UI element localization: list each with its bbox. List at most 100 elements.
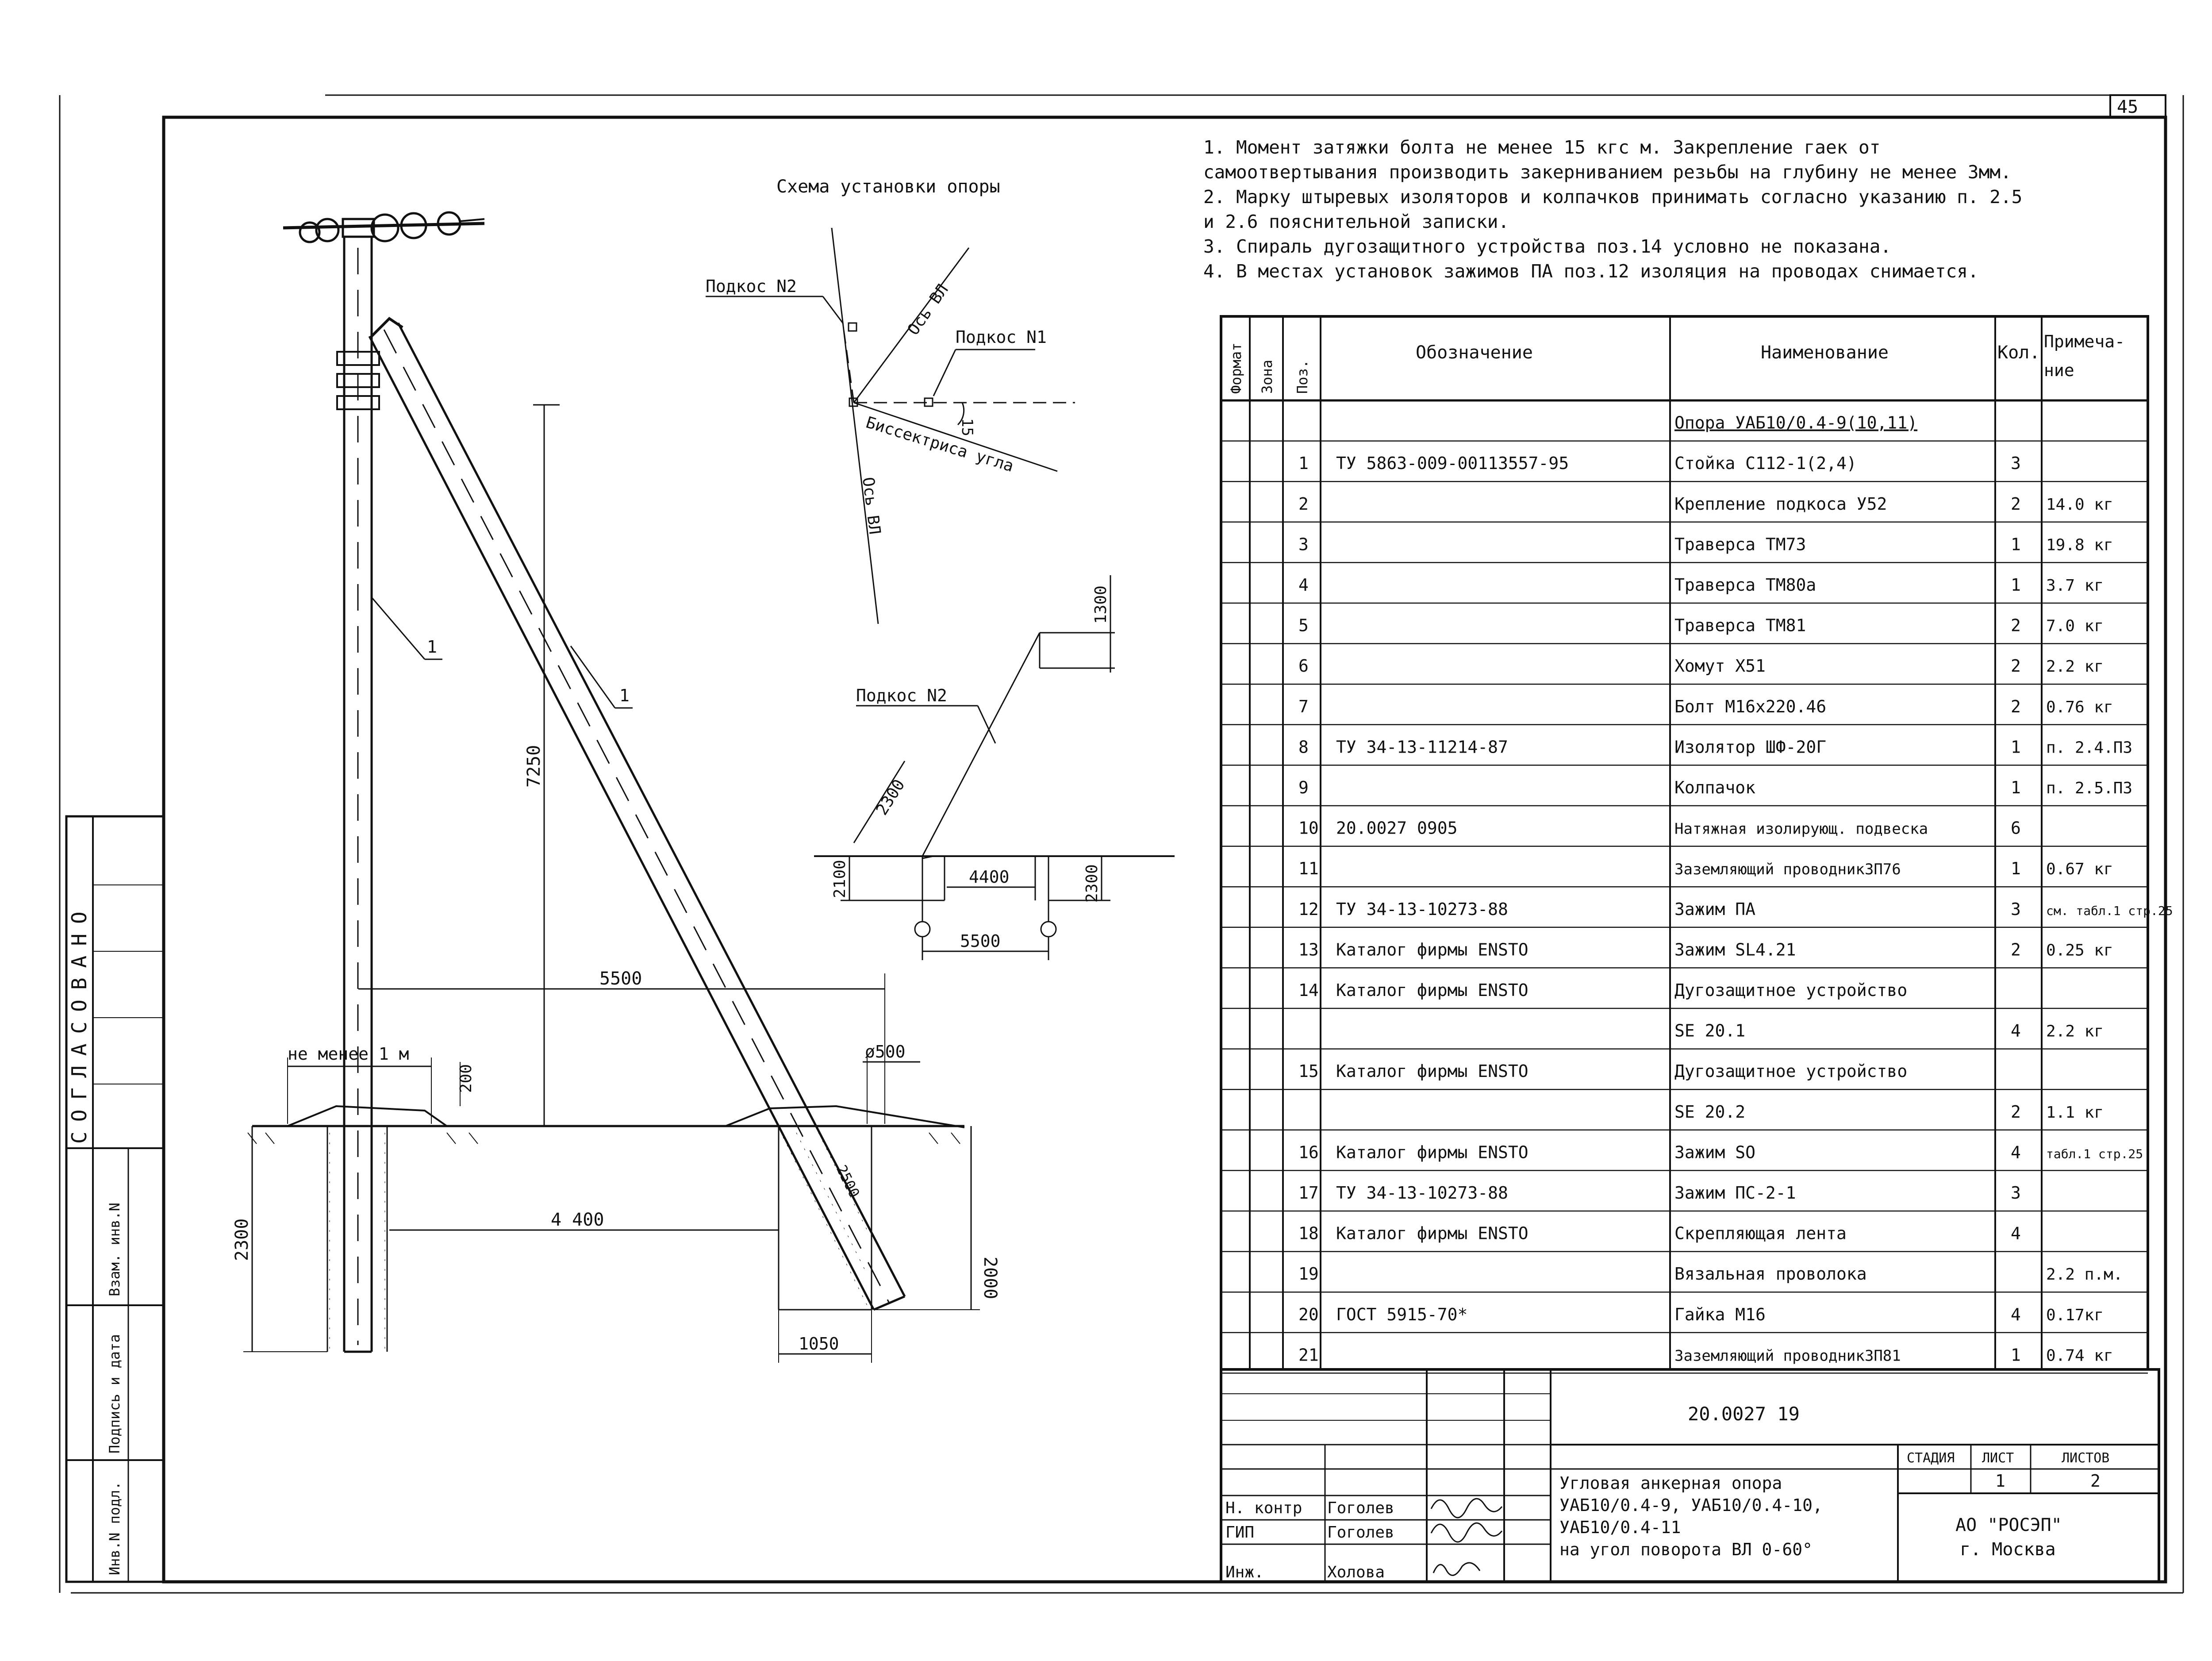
spec-row-pos: 14	[1298, 980, 1319, 1000]
spec-row-name: Крепление подкоса У52	[1674, 494, 1887, 514]
tb-title-4: на угол поворота ВЛ 0-60°	[1559, 1540, 1813, 1559]
hdr-pos: Поз.	[1294, 360, 1311, 394]
spec-row-name: Стойка С112-1(2,4)	[1674, 454, 1857, 473]
spec-row-name: Изолятор ШФ-20Г	[1674, 737, 1826, 757]
tb-role-2: ГИП	[1225, 1523, 1254, 1542]
spec-row-designation: ТУ 34-13-10273-88	[1336, 1183, 1508, 1203]
spec-row-pos: 13	[1298, 940, 1319, 959]
spec-row-qty: 4	[2011, 1224, 2021, 1243]
spec-row-designation: ТУ 34-13-10273-88	[1336, 900, 1508, 919]
spec-row-pos: 7	[1298, 697, 1309, 716]
spec-row-name: Натяжная изолирующ. подвеска	[1674, 820, 1928, 838]
spec-row-pos: 6	[1298, 656, 1309, 676]
hdr-note2: ние	[2044, 361, 2074, 380]
spec-row-qty: 1	[2011, 859, 2021, 878]
dim-500: ø500	[865, 1042, 906, 1061]
dim-1050: 1050	[799, 1334, 839, 1353]
spec-row-qty: 4	[2011, 1021, 2021, 1041]
spec-row-name: Колпачок	[1674, 778, 1755, 797]
dim-7250: 7250	[524, 745, 544, 788]
tb-sheets-h: ЛИСТОВ	[2062, 1450, 2109, 1466]
spec-row-name: Гайка М16	[1674, 1305, 1766, 1324]
spec-row-note: 2.2 кг	[2046, 657, 2104, 676]
tb-org1: АО "РОСЭП"	[1955, 1515, 2062, 1535]
spec-row-pos: 12	[1298, 900, 1319, 919]
pole-elevation	[243, 211, 980, 1363]
spec-row-qty: 1	[2011, 1345, 2021, 1365]
spec-row-qty: 6	[2011, 819, 2021, 838]
scheme-axis2: Ось ВЛ	[859, 476, 884, 535]
spec-row-name: Траверса ТМ73	[1674, 534, 1806, 554]
spec-row-qty: 3	[2011, 454, 2021, 473]
hdr-name: Наименование	[1761, 342, 1889, 363]
spec-row-name: Зажим ПА	[1674, 900, 1755, 919]
spec-row-qty: 2	[2011, 1102, 2021, 1122]
tb-name-1: Гоголев	[1327, 1499, 1394, 1517]
spec-row-name: SE 20.2	[1674, 1102, 1745, 1122]
spec-row-pos: 3	[1298, 534, 1309, 554]
note-line-1: 1. Момент затяжки болта не менее 15 кгс …	[1203, 137, 1881, 158]
spec-row-name: Зажим ПС-2-1	[1674, 1183, 1796, 1203]
spec-row-designation: ТУ 34-13-11214-87	[1336, 737, 1508, 757]
spec-row-pos: 4	[1298, 575, 1309, 595]
spec-row-pos: 15	[1298, 1061, 1319, 1081]
scheme-angle: 15	[958, 418, 976, 436]
spec-row-pos: 1	[1298, 454, 1309, 473]
scheme-axis1: Ось ВЛ	[904, 281, 952, 338]
spec-row-pos: 20	[1298, 1305, 1319, 1324]
spec-row-name: Вязальная проволока	[1674, 1264, 1867, 1284]
scheme-brace1: Подкос N1	[956, 327, 1047, 347]
note-line-5: 3. Спираль дугозащитного устройства поз.…	[1203, 236, 1892, 257]
spec-row-name: Траверса ТМ80а	[1674, 575, 1816, 595]
spec-row-name: Опора УАБ10/0.4-9(10,11)	[1674, 413, 1917, 433]
spec-row-note: 2.2 п.м.	[2046, 1265, 2123, 1284]
spec-row-pos: 8	[1298, 737, 1309, 757]
spec-row-designation: ГОСТ 5915-70*	[1336, 1305, 1467, 1324]
spec-row-pos: 21	[1298, 1345, 1319, 1365]
spec-row-note: п. 2.4.ПЗ	[2046, 738, 2132, 757]
page-number: 45	[2117, 97, 2138, 117]
spec-row-note: 2.2 кг	[2046, 1023, 2104, 1041]
spec-row-name: SE 20.1	[1674, 1021, 1745, 1041]
spec-row-pos: 9	[1298, 778, 1309, 797]
detail-brace: Подкос N2	[856, 686, 947, 705]
spec-row-pos: 10	[1298, 819, 1319, 838]
spec-row-note: 14.0 кг	[2046, 496, 2113, 514]
spec-row-qty: 1	[2011, 534, 2021, 554]
spec-row-qty: 4	[2011, 1142, 2021, 1162]
tb-sheet: 1	[1995, 1471, 2005, 1491]
spec-row-note: 0.74 кг	[2046, 1346, 2113, 1365]
detail-2300a: 2300	[873, 777, 909, 819]
spec-row-pos: 19	[1298, 1264, 1319, 1284]
spec-row-note: 0.67 кг	[2046, 860, 2113, 878]
dim-2300: 2300	[232, 1219, 252, 1261]
note-line-4: и 2.6 пояснительной записки.	[1203, 211, 1509, 232]
spec-row-pos: 5	[1298, 616, 1309, 635]
pos1-pole: 1	[427, 637, 437, 657]
dim-5500: 5500	[599, 969, 642, 989]
spec-row-note: 7.0 кг	[2046, 617, 2104, 635]
spec-row-pos: 16	[1298, 1142, 1319, 1162]
tb-code: 20.0027 19	[1688, 1403, 1800, 1425]
spec-row-lines	[1221, 440, 2148, 1374]
tb-title-2: УАБ10/0.4-9, УАБ10/0.4-10,	[1559, 1496, 1823, 1515]
tb-stage-h: СТАДИЯ	[1907, 1450, 1955, 1466]
spec-row-qty: 1	[2011, 737, 2021, 757]
spec-row-designation: 20.0027 0905	[1336, 819, 1458, 838]
spec-row-qty: 3	[2011, 900, 2021, 919]
spec-row-name: Зажим SL4.21	[1674, 940, 1796, 959]
tb-title-1: Угловая анкерная опора	[1559, 1473, 1782, 1493]
spec-row-note: 19.8 кг	[2046, 536, 2113, 554]
note-line-6: 4. В местах установок зажимов ПА поз.12 …	[1203, 261, 1979, 282]
note-line-2: самоотвертывания производить закернивани…	[1203, 161, 2012, 183]
spec-row-qty: 2	[2011, 616, 2021, 635]
spec-row-designation: Каталог фирмы ENSTO	[1336, 1142, 1528, 1162]
hdr-format: Формат	[1228, 342, 1244, 394]
spec-row-name: Траверса ТМ81	[1674, 616, 1806, 635]
spec-row-pos: 11	[1298, 859, 1319, 878]
spec-row-note: 3.7 кг	[2046, 577, 2104, 595]
spec-row-qty: 2	[2011, 940, 2021, 959]
spec-row-designation: Каталог фирмы ENSTO	[1336, 980, 1528, 1000]
spec-row-qty: 2	[2011, 697, 2021, 716]
